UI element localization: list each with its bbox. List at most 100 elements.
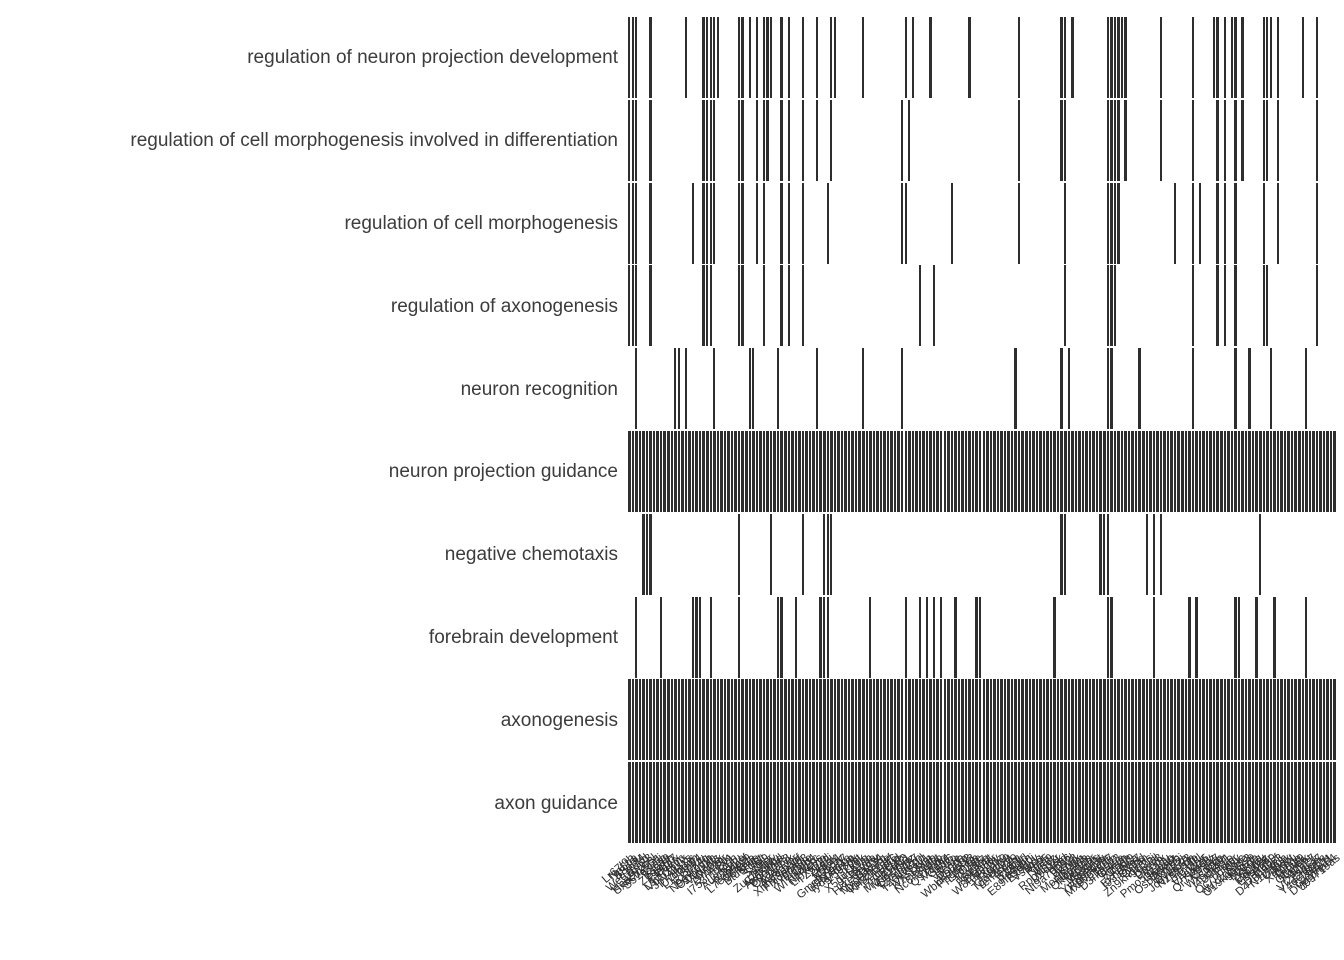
heatmap-mark (698, 762, 702, 844)
heatmap-mark (819, 596, 822, 678)
heatmap-mark (900, 679, 904, 761)
heatmap-mark (702, 431, 705, 512)
heatmap-mark (975, 431, 978, 512)
heatmap-mark (734, 679, 737, 761)
heatmap-mark (1315, 99, 1319, 181)
heatmap-mark (631, 679, 635, 761)
heatmap-mark (713, 17, 716, 98)
heatmap-mark (851, 431, 854, 512)
heatmap-mark (861, 431, 865, 512)
heatmap-mark (631, 17, 634, 98)
heatmap-mark (819, 762, 822, 844)
heatmap-mark (691, 431, 695, 512)
heatmap-mark (908, 762, 911, 844)
heatmap-mark (900, 182, 904, 264)
heatmap-mark (1266, 99, 1269, 181)
heatmap-mark (702, 182, 705, 264)
heatmap-mark (766, 762, 769, 844)
heatmap-mark (1138, 431, 1141, 512)
heatmap-mark (1127, 762, 1131, 844)
heatmap-mark (759, 762, 762, 844)
heatmap-mark (1131, 679, 1134, 761)
heatmap-mark (1113, 99, 1117, 181)
heatmap-mark (886, 762, 890, 844)
heatmap-mark (755, 17, 758, 98)
heatmap-mark (968, 431, 971, 512)
heatmap-mark (670, 679, 674, 761)
heatmap-mark (1269, 431, 1273, 512)
heatmap-mark (1266, 17, 1269, 98)
row-label: neuron recognition (460, 378, 618, 400)
heatmap-mark (1074, 431, 1078, 512)
heatmap-mark (1287, 679, 1290, 761)
heatmap-mark (1099, 513, 1102, 595)
heatmap-mark (801, 99, 805, 181)
heatmap-mark (684, 17, 688, 98)
heatmap-mark (1216, 265, 1219, 347)
heatmap-mark (1269, 348, 1273, 430)
heatmap-mark (1120, 762, 1124, 844)
heatmap-mark (730, 679, 734, 761)
heatmap-mark (908, 679, 911, 761)
heatmap-mark (1216, 762, 1219, 844)
heatmap-mark (1188, 762, 1191, 844)
heatmap-mark (847, 762, 851, 844)
heatmap-mark (922, 679, 925, 761)
heatmap-mark (1056, 762, 1060, 844)
heatmap-mark (1056, 431, 1060, 512)
heatmap-mark (1329, 679, 1333, 761)
heatmap-mark (787, 265, 790, 347)
heatmap-mark (840, 431, 844, 512)
heatmap-mark (642, 762, 645, 844)
heatmap-mark (1039, 679, 1042, 761)
heatmap-mark (1319, 679, 1322, 761)
heatmap-mark (844, 431, 847, 512)
heatmap-mark (677, 679, 681, 761)
heatmap-mark (759, 679, 762, 761)
heatmap-mark (1017, 762, 1021, 844)
heatmap-mark (1159, 679, 1163, 761)
heatmap-mark (1156, 431, 1159, 512)
heatmap-mark (1000, 431, 1003, 512)
heatmap-mark (1273, 762, 1276, 844)
heatmap-mark (1117, 99, 1120, 181)
heatmap-mark (752, 348, 755, 430)
heatmap-mark (1269, 762, 1273, 844)
heatmap-mark (1071, 679, 1074, 761)
heatmap-mark (989, 431, 993, 512)
heatmap-row (628, 596, 1337, 678)
heatmap-mark (741, 17, 744, 98)
heatmap-mark (702, 99, 705, 181)
heatmap-mark (666, 762, 670, 844)
heatmap-mark (642, 513, 645, 595)
heatmap-mark (787, 431, 791, 512)
heatmap-mark (1064, 17, 1067, 98)
heatmap-mark (649, 679, 652, 761)
heatmap-mark (1010, 431, 1014, 512)
heatmap-mark (1195, 679, 1198, 761)
heatmap-mark (705, 431, 709, 512)
heatmap-mark (1152, 679, 1156, 761)
heatmap-mark (1173, 762, 1177, 844)
heatmap-mark (932, 431, 936, 512)
heatmap-mark (741, 762, 744, 844)
heatmap-mark (1262, 182, 1265, 264)
heatmap-mark (1244, 762, 1248, 844)
heatmap-mark (791, 431, 794, 512)
heatmap-mark (1166, 762, 1170, 844)
heatmap-mark (890, 762, 893, 844)
heatmap-mark (1255, 679, 1258, 761)
heatmap-mark (801, 431, 805, 512)
heatmap-mark (815, 679, 819, 761)
heatmap-mark (1237, 431, 1241, 512)
heatmap-mark (645, 679, 649, 761)
heatmap-mark (1266, 762, 1269, 844)
heatmap-mark (1092, 431, 1095, 512)
heatmap-mark (1315, 431, 1319, 512)
heatmap-mark (698, 431, 702, 512)
heatmap-mark (798, 679, 801, 761)
heatmap-mark (769, 679, 773, 761)
heatmap-mark (1262, 99, 1265, 181)
heatmap-mark (1191, 762, 1195, 844)
